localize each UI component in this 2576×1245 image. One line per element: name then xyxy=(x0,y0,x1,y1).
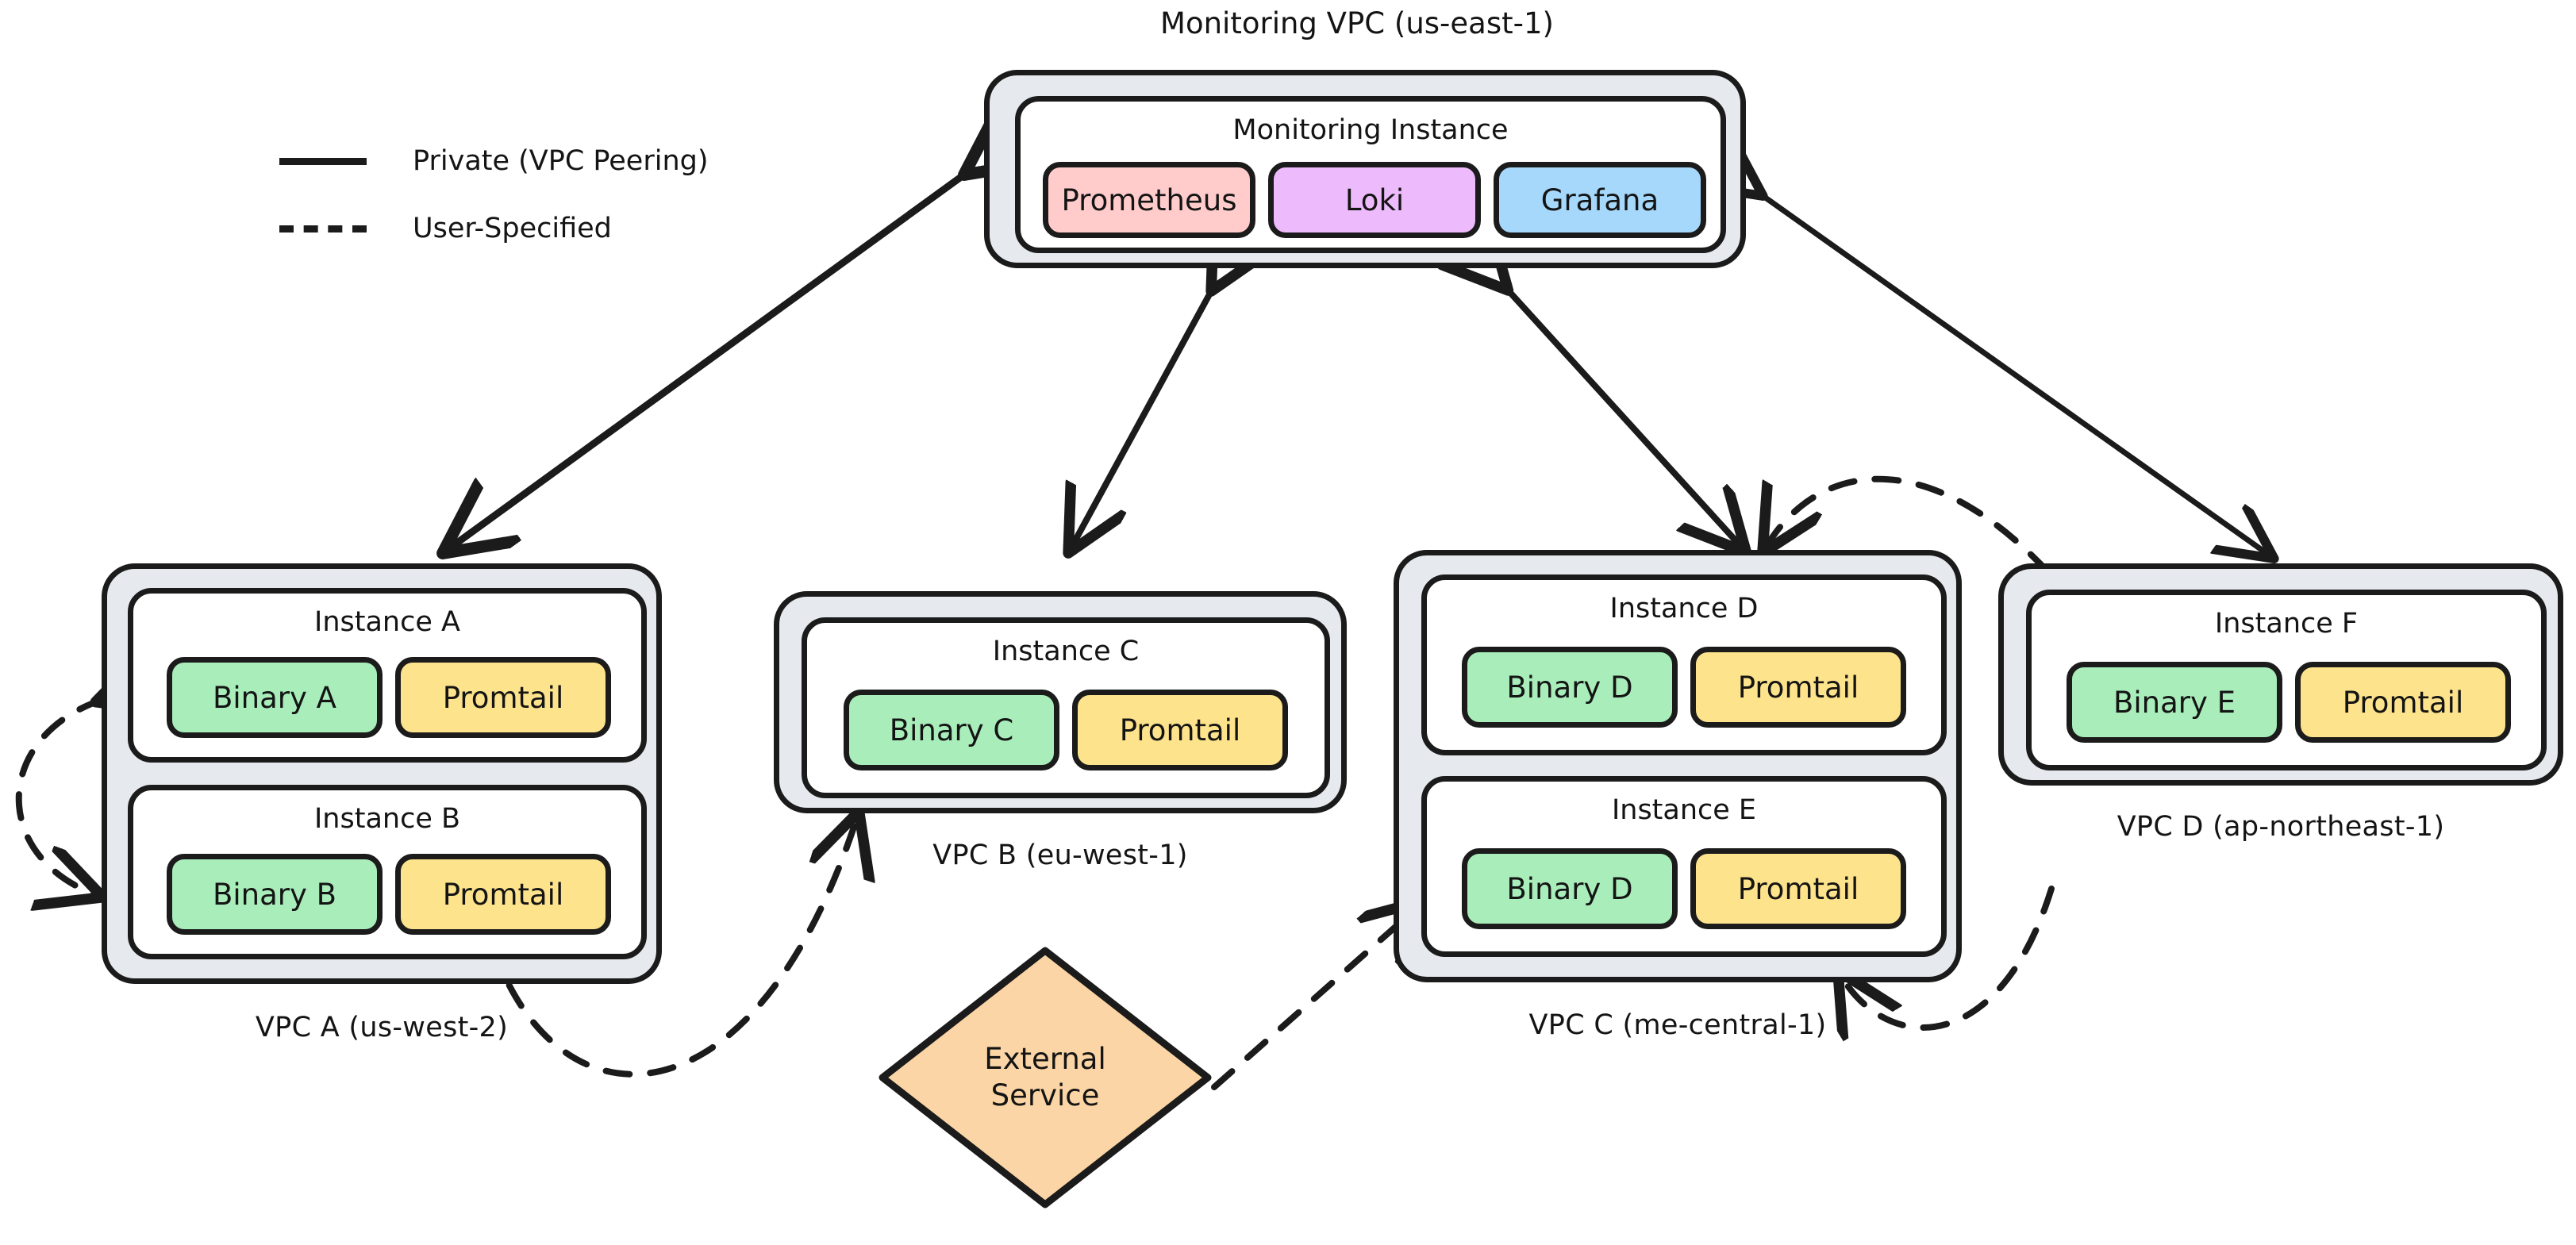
instance-b-container[interactable]: Instance B Binary B Promtail xyxy=(128,785,647,959)
service-promtail-d[interactable]: Promtail xyxy=(1690,647,1906,728)
service-binary-a[interactable]: Binary A xyxy=(167,657,383,738)
service-prometheus[interactable]: Prometheus xyxy=(1043,162,1255,238)
service-binary-b[interactable]: Binary B xyxy=(167,854,383,935)
vpc-c-container[interactable]: Instance D Binary D Promtail Instance E … xyxy=(1394,550,1962,982)
vpc-b-label: VPC B (eu-west-1) xyxy=(932,840,1188,871)
service-promtail-f[interactable]: Promtail xyxy=(2295,662,2511,743)
service-promtail-a[interactable]: Promtail xyxy=(395,657,611,738)
edge-monitoring-vpc-b xyxy=(1071,286,1214,548)
service-promtail-e[interactable]: Promtail xyxy=(1690,848,1906,929)
instance-a-container[interactable]: Instance A Binary A Promtail xyxy=(128,588,647,763)
monitoring-vpc-label: Monitoring VPC (us-east-1) xyxy=(1160,6,1554,40)
external-service-label-line1: External xyxy=(984,1041,1106,1076)
service-loki[interactable]: Loki xyxy=(1268,162,1481,238)
legend-item-private: Private (VPC Peering) xyxy=(279,145,709,177)
legend-item-user-specified: User-Specified xyxy=(279,213,612,244)
monitoring-instance-container[interactable]: Monitoring Instance Prometheus Loki Graf… xyxy=(1015,96,1726,253)
edge-external-service-vpc-c xyxy=(1211,905,1421,1090)
edge-instance-a-instance-b xyxy=(15,700,102,895)
instance-a-title: Instance A xyxy=(314,606,460,638)
service-promtail-b[interactable]: Promtail xyxy=(395,854,611,935)
service-binary-e[interactable]: Binary D xyxy=(1462,848,1678,929)
monitoring-vpc-container[interactable]: Monitoring Instance Prometheus Loki Graf… xyxy=(984,70,1746,268)
vpc-d-label: VPC D (ap-northeast-1) xyxy=(2117,811,2445,843)
vpc-a-container[interactable]: Instance A Binary A Promtail Instance B … xyxy=(102,563,662,984)
edge-monitoring-vpc-c xyxy=(1504,286,1742,548)
external-service-diamond-icon xyxy=(879,947,1212,1208)
instance-c-title: Instance C xyxy=(992,636,1140,667)
vpc-c-label: VPC C (me-central-1) xyxy=(1528,1009,1827,1041)
instance-e-container[interactable]: Instance E Binary D Promtail xyxy=(1421,776,1947,957)
service-binary-f[interactable]: Binary E xyxy=(2067,662,2282,743)
service-grafana[interactable]: Grafana xyxy=(1494,162,1706,238)
instance-f-title: Instance F xyxy=(2214,608,2359,640)
instance-b-title: Instance B xyxy=(313,803,460,835)
vpc-d-container[interactable]: Instance F Binary E Promtail xyxy=(1998,563,2563,786)
instance-c-container[interactable]: Instance C Binary C Promtail xyxy=(802,617,1330,798)
monitoring-instance-title: Monitoring Instance xyxy=(1232,114,1509,146)
service-binary-d[interactable]: Binary D xyxy=(1462,647,1678,728)
dashed-line-icon xyxy=(279,225,367,232)
legend-label-user-specified: User-Specified xyxy=(413,213,612,244)
edge-monitoring-vpc-d xyxy=(1759,193,2270,555)
instance-e-title: Instance E xyxy=(1611,794,1757,826)
solid-line-icon xyxy=(279,157,367,165)
vpc-b-container[interactable]: Instance C Binary C Promtail xyxy=(774,591,1347,813)
service-promtail-c[interactable]: Promtail xyxy=(1072,690,1288,770)
instance-f-container[interactable]: Instance F Binary E Promtail xyxy=(2026,590,2547,770)
external-service-label-line2: Service xyxy=(990,1078,1100,1112)
instance-d-container[interactable]: Instance D Binary D Promtail xyxy=(1421,574,1947,755)
vpc-a-label: VPC A (us-west-2) xyxy=(255,1012,509,1043)
external-service-node[interactable]: External Service xyxy=(875,943,1216,1212)
instance-d-title: Instance D xyxy=(1609,593,1759,624)
legend-label-private: Private (VPC Peering) xyxy=(413,145,709,177)
service-binary-c[interactable]: Binary C xyxy=(844,690,1059,770)
external-service-label: External Service xyxy=(875,1041,1216,1115)
